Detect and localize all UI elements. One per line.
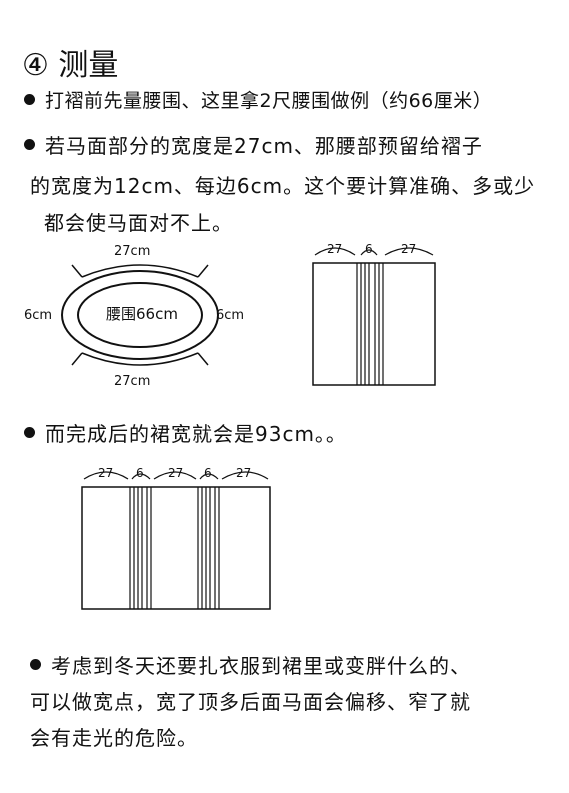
paragraph-3-text: 而完成后的裙宽就会是93cm。。 bbox=[45, 422, 347, 446]
pleat-group-left bbox=[129, 487, 152, 609]
width-label-4: 6 bbox=[204, 466, 212, 480]
panel-right-label: 27 bbox=[401, 242, 416, 256]
panel-pleat-label: 6 bbox=[365, 242, 373, 256]
left-pleat-label: 6cm bbox=[24, 308, 52, 323]
panel-left-label: 27 bbox=[327, 242, 342, 256]
width-label-2: 6 bbox=[136, 466, 144, 480]
waist-label: 腰围66cm bbox=[106, 305, 178, 323]
bottom-width-label: 27cm bbox=[114, 374, 150, 389]
section-title: ④ 测量 bbox=[22, 48, 119, 83]
width-label-1: 27 bbox=[98, 466, 113, 480]
panel-diagram: 27 6 27 bbox=[312, 242, 436, 386]
bullet-dot bbox=[30, 659, 41, 670]
finished-skirt-diagram: 27 6 27 6 27 bbox=[81, 466, 271, 610]
bullet-winter-note: 考虑到冬天还要扎衣服到裙里或变胖什么的、 bbox=[30, 650, 471, 679]
bullet-panel-width: 若马面部分的宽度是27cm、那腰部预留给褶子 bbox=[24, 130, 483, 159]
waist-diagram: 27cm 27cm 6cm 6cm 腰围66cm bbox=[24, 244, 244, 389]
right-pleat-label: 6cm bbox=[216, 308, 244, 323]
bullet-dot bbox=[24, 94, 35, 105]
bullet-dot bbox=[24, 139, 35, 150]
top-width-label: 27cm bbox=[114, 244, 150, 259]
paragraph-2-line-2: 的宽度为12cm、每边6cm。这个要计算准确、多或少 bbox=[30, 174, 536, 198]
paragraph-4-line-1: 考虑到冬天还要扎衣服到裙里或变胖什么的、 bbox=[51, 654, 471, 678]
paragraph-4-line-2: 可以做宽点，宽了顶多后面马面会偏移、窄了就 bbox=[30, 690, 471, 714]
bullet-dot bbox=[24, 427, 35, 438]
width-label-5: 27 bbox=[236, 466, 251, 480]
width-label-3: 27 bbox=[168, 466, 183, 480]
bullet-finished-width: 而完成后的裙宽就会是93cm。。 bbox=[24, 418, 347, 447]
paragraph-1-text: 打褶前先量腰围、这里拿2尺腰围做例（约66厘米） bbox=[45, 90, 493, 112]
paragraph-4-line-3: 会有走光的危险。 bbox=[30, 726, 198, 750]
pleat-group-right bbox=[197, 487, 220, 609]
paragraph-2-line-3: 都会使马面对不上。 bbox=[44, 211, 233, 235]
paragraph-2-line-1: 若马面部分的宽度是27cm、那腰部预留给褶子 bbox=[45, 134, 483, 158]
bullet-measure-waist: 打褶前先量腰围、这里拿2尺腰围做例（约66厘米） bbox=[24, 86, 492, 113]
